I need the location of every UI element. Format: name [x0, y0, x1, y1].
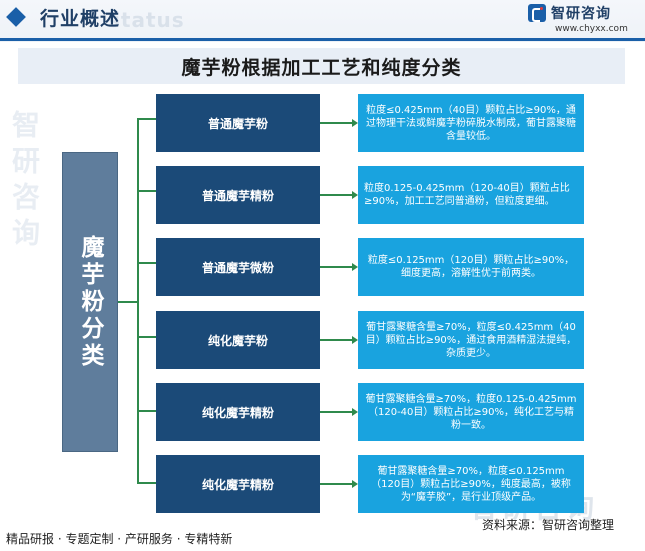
side-watermark: 智研咨询 — [8, 110, 41, 254]
arrow-right-icon — [352, 336, 358, 344]
logo-icon — [528, 4, 546, 22]
arrow-right-icon — [352, 408, 358, 416]
branch-line — [137, 410, 156, 412]
trunk-line — [137, 118, 139, 484]
arrow-right-icon — [352, 119, 358, 127]
category-description: 粒度≤0.125mm（120目）颗粒占比≥90%，细度更高，溶解性优于前两类。 — [358, 238, 584, 296]
category-node: 纯化魔芋精粉 — [156, 383, 320, 441]
category-node: 纯化魔芋粉 — [156, 311, 320, 369]
category-node: 普通魔芋粉 — [156, 94, 320, 152]
branch-line — [137, 118, 156, 120]
section-title: 行业概述 — [40, 8, 121, 30]
arrow-right-icon — [352, 480, 358, 488]
branch-line — [137, 336, 156, 338]
arrow-right-icon — [352, 263, 358, 271]
header-divider — [0, 38, 645, 41]
header-watermark: status — [108, 8, 185, 32]
source-note: 资料来源：智研咨询整理 — [482, 518, 615, 532]
link-line — [320, 411, 352, 413]
footer-services: 精品研报 · 专题定制 · 产研服务 · 专精特新 — [6, 532, 233, 546]
root-connector — [118, 301, 138, 303]
logo-url[interactable]: www.chyxx.com — [555, 24, 628, 34]
root-node: 魔芋粉分类 — [62, 152, 118, 452]
branch-line — [137, 262, 156, 264]
category-node: 普通魔芋精粉 — [156, 166, 320, 224]
link-line — [320, 122, 352, 124]
chart-title: 魔芋粉根据加工工艺和纯度分类 — [18, 48, 625, 84]
root-label: 魔芋粉分类 — [77, 234, 104, 370]
link-line — [320, 266, 352, 268]
branch-line — [137, 190, 156, 192]
category-node: 纯化魔芋精粉 — [156, 455, 320, 513]
branch-line — [137, 482, 156, 484]
category-description: 葡甘露聚糖含量≥70%，粒度0.125-0.425mm（120-40目）颗粒占比… — [358, 383, 584, 441]
category-description: 粒度0.125-0.425mm（120-40目）颗粒占比≥90%，加工工艺同普通… — [358, 166, 584, 224]
arrow-right-icon — [352, 191, 358, 199]
category-node: 普通魔芋微粉 — [156, 238, 320, 296]
page-header: status 行业概述 智研咨询 www.chyxx.com — [0, 0, 645, 42]
diamond-icon — [6, 7, 26, 27]
category-description: 葡甘露聚糖含量≥70%，粒度≤0.125mm（120目）颗粒占比≥90%，纯度最… — [358, 455, 584, 513]
category-description: 葡甘露聚糖含量≥70%，粒度≤0.425mm（40目）颗粒占比≥90%，通过食用… — [358, 311, 584, 369]
link-line — [320, 339, 352, 341]
logo-name: 智研咨询 — [551, 6, 611, 22]
link-line — [320, 483, 352, 485]
category-description: 粒度≤0.425mm（40目）颗粒占比≥90%，通过物理干法或鲜魔芋粉碎脱水制成… — [358, 94, 584, 152]
link-line — [320, 194, 352, 196]
